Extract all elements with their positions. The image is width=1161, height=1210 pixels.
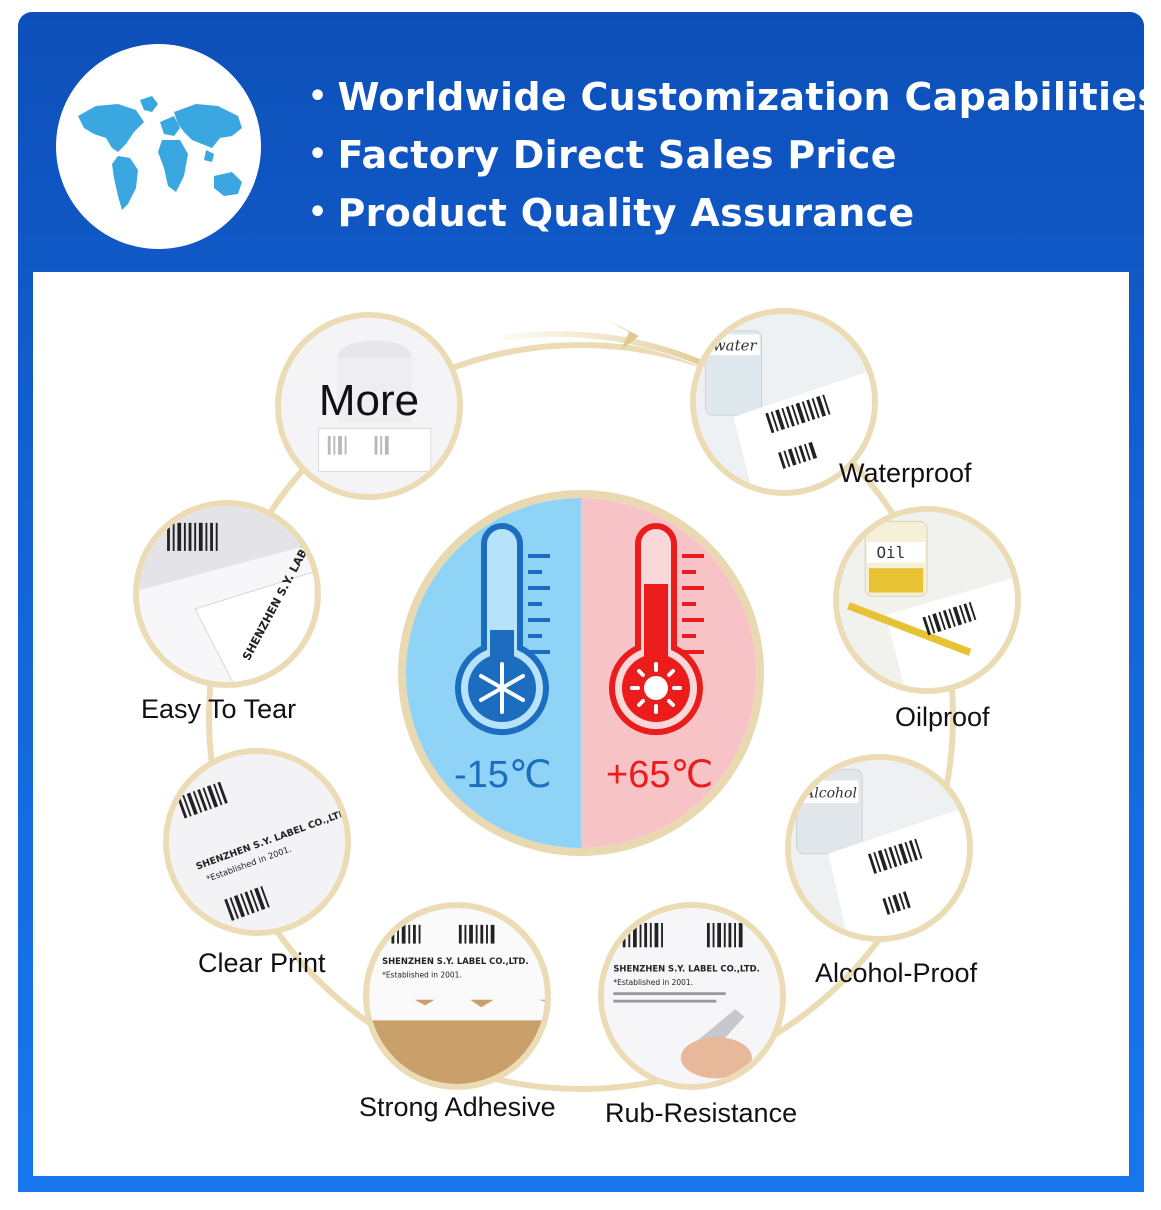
- feature-clear-print: SHENZHEN S.Y. LABEL CO.,LTD. *Establishe…: [163, 748, 351, 936]
- feature-waterproof-label: Waterproof: [839, 458, 972, 488]
- alcohol-proof-image: Alcohol: [791, 760, 967, 936]
- feature-more: More: [275, 312, 463, 500]
- temperature-badge: -15℃ +65℃: [398, 490, 764, 856]
- feature-strong-adhesive-label: Strong Adhesive: [359, 1092, 556, 1122]
- feature-easy-to-tear: SHENZHEN S.Y. LABEL CO.,LTD.: [133, 500, 321, 688]
- feature-rub-resistance: SHENZHEN S.Y. LABEL CO.,LTD. *Establishe…: [598, 902, 786, 1090]
- cold-temperature-value: -15℃: [454, 754, 552, 796]
- feature-strong-adhesive: SHENZHEN S.Y. LABEL CO.,LTD. *Establishe…: [363, 902, 551, 1090]
- cold-thermometer-icon: [455, 523, 550, 736]
- feature-clear-print-label: Clear Print: [198, 948, 326, 978]
- feature-rub-resistance-label: Rub-Resistance: [605, 1098, 798, 1128]
- arrow-head-icon: [608, 320, 639, 350]
- clear-print-image: SHENZHEN S.Y. LABEL CO.,LTD. *Establishe…: [169, 754, 345, 930]
- bullet-text: Worldwide Customization Capabilities: [337, 75, 1161, 119]
- feature-alcohol-proof: Alcohol: [785, 754, 973, 942]
- features-panel: More water Waterproof Oil: [33, 272, 1129, 1176]
- world-map-icon: [78, 96, 242, 210]
- feature-bullets: • Worldwide Customization Capabilities • F…: [308, 68, 1160, 242]
- adhesive-label-established: *Established in 2001.: [382, 970, 462, 979]
- oilproof-image: Oil: [839, 512, 1015, 688]
- bullet-text: Factory Direct Sales Price: [337, 133, 897, 177]
- header-banner: • Worldwide Customization Capabilities • F…: [18, 12, 1160, 270]
- rub-resistance-image: SHENZHEN S.Y. LABEL CO.,LTD. *Establishe…: [604, 908, 780, 1084]
- feature-more-label: More: [318, 376, 420, 425]
- rub-label-company: SHENZHEN S.Y. LABEL CO.,LTD.: [613, 964, 759, 974]
- feature-easy-to-tear-label: Easy To Tear: [141, 694, 297, 724]
- bullet-text: Product Quality Assurance: [337, 191, 915, 235]
- bullet-item: • Worldwide Customization Capabilities: [308, 68, 1160, 126]
- feature-oilproof-label: Oilproof: [895, 702, 990, 732]
- feature-oilproof: Oil: [833, 506, 1021, 694]
- bullet-item: • Factory Direct Sales Price: [308, 126, 1160, 184]
- oilproof-bottle-text: Oil: [876, 543, 905, 562]
- label-rolls-image: [281, 318, 457, 494]
- feature-alcohol-proof-label: Alcohol-Proof: [815, 958, 978, 988]
- alcohol-bottle-text: Alcohol: [802, 785, 857, 801]
- rub-label-established: *Established in 2001.: [613, 978, 693, 987]
- adhesive-label-company: SHENZHEN S.Y. LABEL CO.,LTD.: [382, 956, 528, 966]
- bullet-dot-icon: •: [308, 79, 328, 114]
- easy-to-tear-image: SHENZHEN S.Y. LABEL CO.,LTD.: [139, 506, 315, 682]
- cycle-ring: [206, 320, 956, 1092]
- feature-waterproof: water: [690, 308, 878, 496]
- hot-temperature-value: +65℃: [606, 754, 714, 796]
- bullet-item: • Product Quality Assurance: [308, 184, 1160, 242]
- hot-thermometer-icon: [609, 523, 704, 736]
- bullet-dot-icon: •: [308, 195, 328, 230]
- strong-adhesive-image: SHENZHEN S.Y. LABEL CO.,LTD. *Establishe…: [369, 908, 545, 1084]
- waterproof-bottle-text: water: [713, 337, 758, 355]
- waterproof-image: water: [696, 314, 872, 490]
- globe-badge: [56, 44, 261, 249]
- thermometer-icons: [455, 523, 704, 736]
- bullet-dot-icon: •: [308, 137, 328, 172]
